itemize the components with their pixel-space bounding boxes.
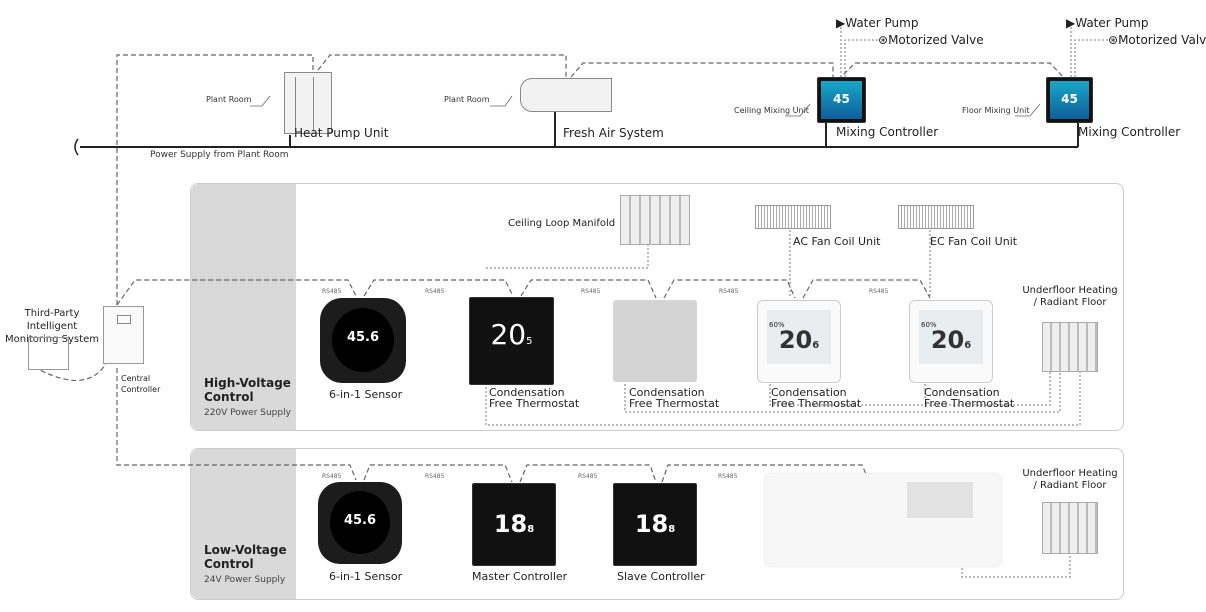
- condensation-free-thermostat-gray: [613, 300, 697, 382]
- rs485-label: RS485: [322, 473, 342, 480]
- sensor-display: 45.6: [330, 491, 390, 554]
- low-voltage-title: Low-Voltage Control: [204, 543, 287, 571]
- high-voltage-subtitle: 220V Power Supply: [204, 408, 291, 418]
- mixing-controller-ceiling: 45: [817, 77, 866, 123]
- slave-controller: 188: [613, 483, 697, 566]
- ec-fan-coil-icon: [898, 205, 974, 229]
- rs485-label: RS485: [718, 473, 738, 480]
- thermostat-label: Condensation Free Thermostat: [489, 386, 580, 410]
- motorized-valve-label: ⊛Motorized Valve: [1108, 33, 1206, 47]
- rs485-label: RS485: [425, 288, 445, 295]
- floor-mixing-location: Floor Mixing Unit: [962, 106, 1030, 115]
- central-controller-label: Central Controller: [121, 374, 161, 394]
- mixing-controller-floor: 45: [1046, 77, 1093, 123]
- underfloor-label: Underfloor Heating / Radiant Floor: [1022, 285, 1118, 308]
- heat-pump-unit-icon: [284, 72, 332, 134]
- rs485-label: RS485: [425, 473, 445, 480]
- master-controller-label: Master Controller: [472, 570, 568, 583]
- underfloor-label: Underfloor Heating / Radiant Floor: [1022, 468, 1118, 491]
- underfloor-manifold-icon: [1042, 502, 1098, 554]
- sensor-label: 6-in-1 Sensor: [329, 388, 403, 401]
- high-voltage-side: High-Voltage Control 220V Power Supply: [191, 184, 296, 430]
- rs485-label: RS485: [578, 473, 598, 480]
- thermostat-label: Condensation Free Thermostat: [924, 386, 1015, 410]
- rs485-label: RS485: [581, 288, 601, 295]
- thermostat-label: Condensation Free Thermostat: [629, 386, 720, 410]
- thermostat-label: Condensation Free Thermostat: [771, 386, 862, 410]
- sensor-label: 6-in-1 Sensor: [329, 570, 403, 583]
- water-pump-label: ▶Water Pump: [1066, 16, 1149, 30]
- ceiling-loop-manifold-icon: [620, 195, 690, 245]
- rs485-label: RS485: [869, 288, 889, 295]
- ac-fan-coil-icon: [755, 205, 831, 229]
- rs485-label: RS485: [719, 288, 739, 295]
- central-controller-icon: [103, 306, 144, 364]
- heat-pump-label: Heat Pump Unit: [294, 126, 389, 140]
- slave-controller-label: Slave Controller: [617, 570, 705, 583]
- mixing-display: 45: [821, 81, 862, 119]
- high-voltage-title: High-Voltage Control: [204, 376, 291, 404]
- six-in-one-sensor: 45.6: [318, 482, 402, 564]
- fresh-air-label: Fresh Air System: [563, 126, 664, 140]
- underfloor-manifold-icon: [1042, 322, 1098, 372]
- low-voltage-side: Low-Voltage Control 24V Power Supply: [191, 449, 296, 599]
- ceiling-manifold-label: Ceiling Loop Manifold: [508, 218, 616, 229]
- mixing-controller-label: Mixing Controller: [836, 125, 939, 139]
- water-pump-label: ▶Water Pump: [836, 16, 919, 30]
- ec-fan-coil-label: EC Fan Coil Unit: [930, 235, 1018, 248]
- ac-fan-coil-label: AC Fan Coil Unit: [793, 235, 881, 248]
- low-voltage-subtitle: 24V Power Supply: [204, 575, 286, 585]
- power-supply-label: Power Supply from Plant Room: [150, 150, 289, 160]
- heat-pump-location: Plant Room: [206, 95, 252, 104]
- condensation-free-thermostat-black: 205: [469, 297, 554, 385]
- fresh-air-system-icon: [520, 78, 612, 112]
- monitoring-system-icon: [28, 337, 69, 370]
- wiring-center-box: [765, 474, 1001, 566]
- six-in-one-sensor: 45.6: [320, 298, 406, 383]
- master-controller: 188: [472, 483, 556, 566]
- motorized-valve-label: ⊛Motorized Valve: [878, 33, 984, 47]
- mixing-controller-label: Mixing Controller: [1078, 125, 1181, 139]
- mixing-display: 45: [1050, 81, 1089, 119]
- fresh-air-location: Plant Room: [444, 95, 490, 104]
- rs485-label: RS485: [322, 288, 342, 295]
- sensor-display: 45.6: [332, 308, 394, 372]
- ceiling-mixing-location: Ceiling Mixing Unit: [734, 106, 809, 115]
- monitoring-system-label: Third-Party Intelligent Monitoring Syste…: [5, 308, 99, 345]
